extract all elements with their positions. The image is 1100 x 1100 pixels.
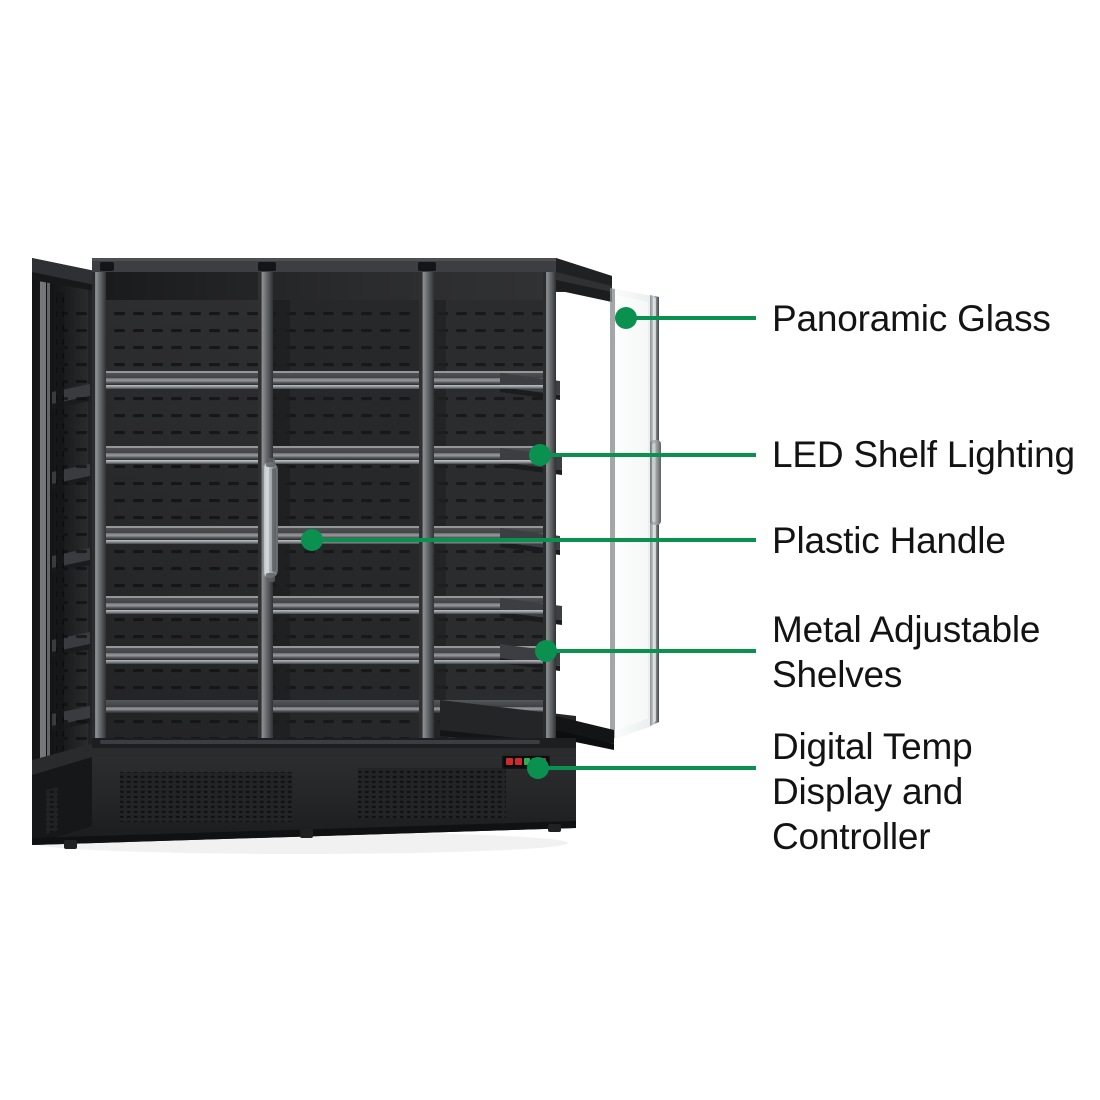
plastic-handle-part xyxy=(262,458,278,582)
controller-indicator xyxy=(506,758,513,765)
mullion-3 xyxy=(543,272,556,756)
callout-label-led-shelf-lighting: LED Shelf Lighting xyxy=(772,434,1075,475)
callout-dot-led-shelf-lighting xyxy=(529,444,551,466)
callout-dot-digital-temp-controller xyxy=(527,757,549,779)
callout-label-plastic-handle: Plastic Handle xyxy=(772,520,1006,561)
callout-label-panoramic-glass: Panoramic Glass xyxy=(772,298,1051,339)
leveling-foot xyxy=(548,824,561,832)
callout-dot-metal-adjustable-shelves xyxy=(535,640,557,662)
leveling-foot xyxy=(64,840,77,849)
base-vent-grille-left xyxy=(120,772,292,822)
callout-dot-panoramic-glass xyxy=(615,307,637,329)
callout-label-metal-adjustable-shelves: Metal Adjustable Shelves xyxy=(772,609,1041,695)
callout-label-digital-temp-display-and-controller: Digital Temp Display and Controller xyxy=(772,726,973,857)
leveling-foot xyxy=(300,829,313,838)
callout-dot-plastic-handle xyxy=(301,529,323,551)
mullion-2 xyxy=(419,272,434,756)
door-frame-mullions xyxy=(92,272,556,756)
left-side-panel xyxy=(32,258,95,830)
controller-indicator xyxy=(515,758,522,765)
base-vent-grille-right xyxy=(358,768,506,818)
base-plinth xyxy=(32,738,576,849)
open-glass-door xyxy=(556,272,661,750)
